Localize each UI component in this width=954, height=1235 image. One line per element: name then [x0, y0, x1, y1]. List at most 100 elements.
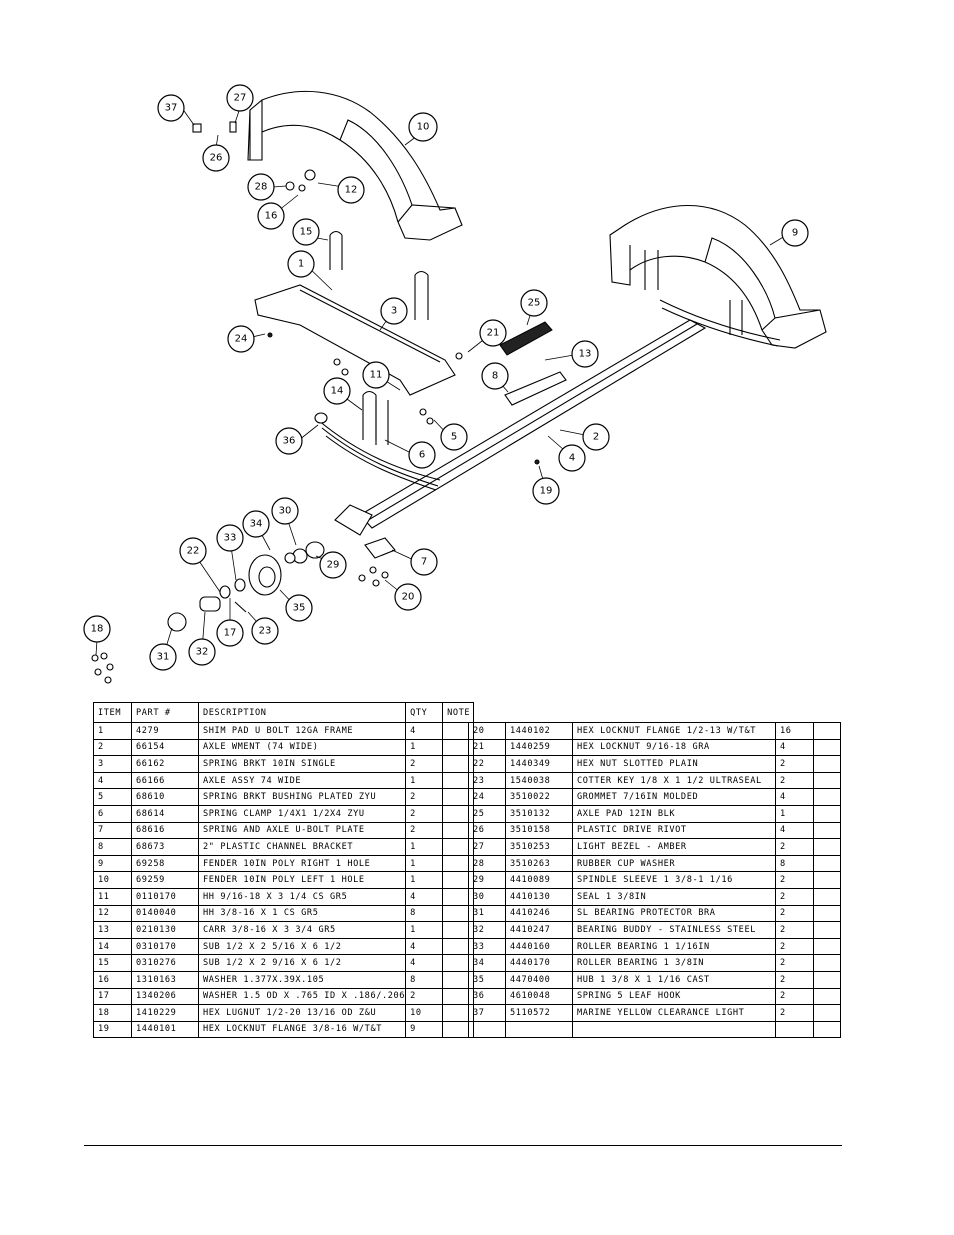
svg-text:27: 27 [234, 93, 247, 104]
table-cell: 1 [405, 921, 444, 939]
svg-text:16: 16 [265, 211, 278, 222]
table-cell: RUBBER CUP WASHER [572, 854, 776, 873]
table-cell: HEX LOCKNUT FLANGE 1/2-13 W/T&T [572, 722, 776, 740]
table-cell: 4410089 [505, 871, 573, 889]
table-cell [813, 838, 841, 856]
callout-26: 26 [202, 144, 230, 172]
table-cell: 2 [93, 738, 132, 757]
table-cell: 8 [405, 970, 444, 989]
table-row [468, 1020, 841, 1039]
table-cell: 4 [775, 788, 814, 806]
table-cell [813, 738, 841, 757]
table-cell: 4 [405, 887, 444, 906]
table-cell: PLASTIC DRIVE RIVOT [572, 821, 776, 840]
table-cell: 1310163 [131, 970, 199, 989]
callout-33: 33 [216, 524, 244, 552]
table-cell: SPINDLE SLEEVE 1 3/8-1 1/16 [572, 871, 776, 889]
table-cell: 1410229 [131, 1004, 199, 1022]
table-cell: 34 [468, 954, 506, 972]
leaf-spring-right [659, 299, 781, 347]
callout-32: 32 [188, 638, 216, 666]
callout-4: 4 [558, 444, 586, 472]
table-cell [813, 722, 841, 740]
svg-text:3: 3 [391, 306, 397, 317]
table-cell: 27 [468, 838, 506, 856]
table-cell: 16 [775, 722, 814, 740]
table-cell: 24 [468, 788, 506, 806]
table-cell: 4410247 [505, 921, 573, 939]
table-cell: 2 [775, 1004, 814, 1022]
svg-text:8: 8 [492, 371, 498, 382]
column-header: DESCRIPTION [197, 702, 407, 723]
table-cell: SHIM PAD U BOLT 12GA FRAME [197, 722, 407, 740]
callout-bubbles: 10 27 37 26 28 12 16 9 15 1 3 25 24 21 1… [83, 84, 809, 671]
table-cell: BEARING BUDDY - STAINLESS STEEL [572, 921, 776, 939]
table-cell: SPRING BRKT 10IN SINGLE [197, 755, 407, 773]
table-cell: 21 [468, 738, 506, 757]
callout-29: 29 [319, 551, 347, 579]
table-cell: 0310276 [131, 954, 199, 972]
table-cell: 68616 [131, 821, 199, 840]
svg-text:1: 1 [298, 259, 304, 270]
table-cell: 2 [405, 755, 444, 773]
table-cell: 8 [775, 854, 814, 873]
table-cell: 9 [405, 1020, 444, 1039]
column-header: NOTE [442, 702, 475, 723]
table-cell: 20 [468, 722, 506, 740]
table-cell: 68610 [131, 788, 199, 806]
callout-7: 7 [410, 548, 438, 576]
table-cell: AXLE PAD 12IN BLK [572, 804, 776, 823]
table-cell: 4 [405, 722, 444, 740]
table-cell: 15 [93, 954, 132, 972]
table-cell: 33 [468, 937, 506, 956]
svg-text:37: 37 [165, 103, 178, 114]
table-cell: 4610048 [505, 987, 573, 1006]
callout-15: 15 [292, 218, 320, 246]
table-cell: 1 [405, 738, 444, 757]
table-cell: 6 [93, 804, 132, 823]
leaf-spring [314, 412, 441, 491]
svg-text:5: 5 [451, 432, 457, 443]
table-cell: HH 9/16-18 X 3 1/4 CS GR5 [197, 887, 407, 906]
table-cell: 4440160 [505, 937, 573, 956]
table-cell [813, 1004, 841, 1022]
table-cell: 1 [405, 871, 444, 889]
svg-text:24: 24 [235, 334, 248, 345]
table-cell: 2 [775, 921, 814, 939]
svg-text:20: 20 [402, 592, 415, 603]
table-cell: 1 [93, 722, 132, 740]
table-cell: 66166 [131, 771, 199, 790]
callout-12: 12 [337, 176, 365, 204]
svg-text:30: 30 [279, 506, 292, 517]
table-cell [468, 1020, 506, 1039]
table-cell: 11 [93, 887, 132, 906]
callout-20: 20 [394, 583, 422, 611]
table-cell: 35 [468, 970, 506, 989]
table-cell: 37 [468, 1004, 506, 1022]
footer-rule [84, 1145, 842, 1146]
axle-pad [499, 321, 567, 406]
table-cell: SL BEARING PROTECTOR BRA [572, 904, 776, 923]
table-cell: 1540038 [505, 771, 573, 790]
table-cell: 31 [468, 904, 506, 923]
table-cell: 12 [93, 904, 132, 923]
table-cell [813, 970, 841, 989]
table-cell: SUB 1/2 X 2 9/16 X 6 1/2 [197, 954, 407, 972]
callout-35: 35 [285, 594, 313, 622]
exploded-parts-diagram: 10 27 37 26 28 12 16 9 15 1 3 25 24 21 1… [83, 84, 827, 684]
table-cell [813, 871, 841, 889]
table-cell: SEAL 1 3/8IN [572, 887, 776, 906]
table-cell: AXLE ASSY 74 WIDE [197, 771, 407, 790]
table-cell: 1440259 [505, 738, 573, 757]
